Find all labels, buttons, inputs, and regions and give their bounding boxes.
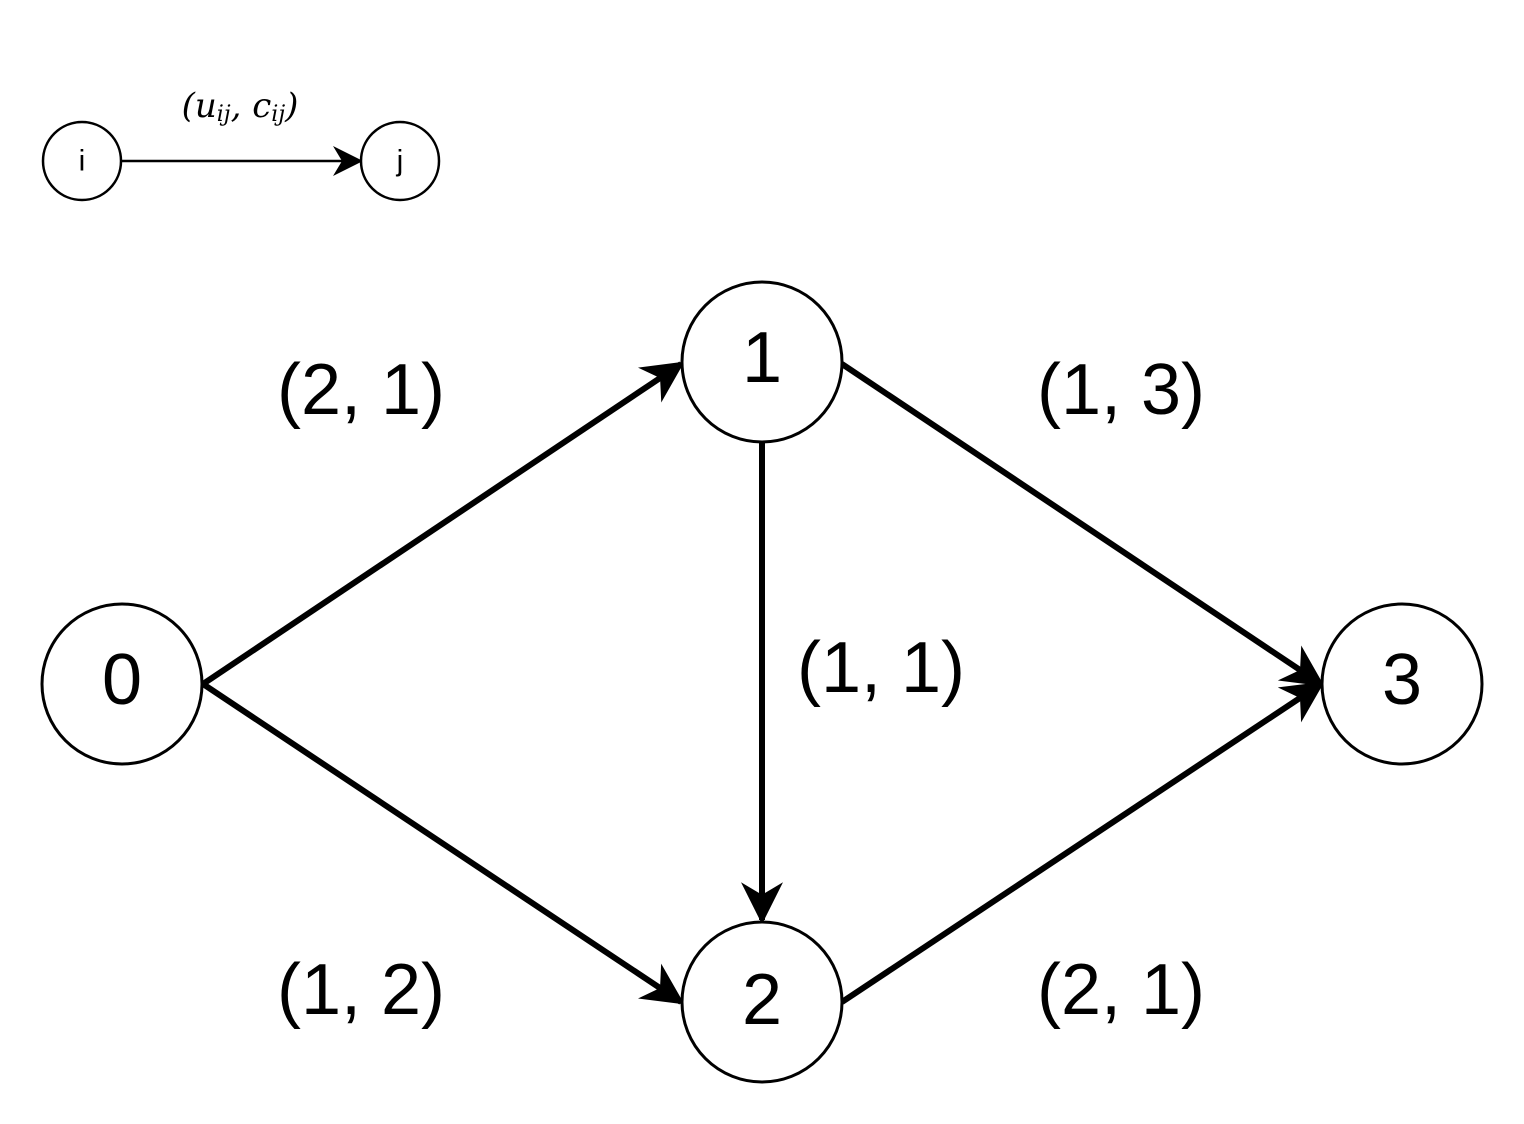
edge-labels: (2, 1) (1, 2) (1, 1) (1, 3) (2, 1)	[277, 350, 1205, 1030]
edge-1-2-label: (1, 1)	[797, 628, 965, 708]
node-3-circle	[1320, 602, 1484, 766]
legend-edge-label: (uij, cij)	[182, 86, 299, 127]
nodes: 0 1 2 3	[40, 280, 1484, 1084]
node-1-circle	[680, 280, 844, 444]
node-2-circle	[680, 920, 844, 1084]
legend-node-i	[41, 120, 123, 202]
legend-node-i-label: i	[79, 145, 86, 178]
legend: i j (uij, cij)	[41, 86, 441, 202]
node-3: 3	[1320, 602, 1484, 766]
edge-1-3-label: (1, 3)	[1037, 350, 1205, 430]
edge-0-2	[201, 681, 685, 1005]
legend-node-j	[359, 120, 441, 202]
node-1: 1	[680, 280, 844, 444]
edge-0-1-label: (2, 1)	[277, 350, 445, 430]
edge-2-3-label: (2, 1)	[1037, 950, 1205, 1030]
legend-node-j-label: j	[396, 145, 404, 178]
node-0: 0	[40, 602, 204, 766]
edge-2-3	[840, 681, 1325, 1005]
node-2-label: 2	[742, 960, 782, 1040]
edge-0-1	[201, 361, 685, 687]
node-3-label: 3	[1382, 640, 1422, 720]
edges	[201, 361, 1325, 1005]
node-2: 2	[680, 920, 844, 1084]
edge-1-3	[840, 361, 1325, 687]
edge-0-2-label: (1, 2)	[277, 950, 445, 1030]
node-0-label: 0	[102, 640, 142, 720]
node-1-label: 1	[742, 318, 782, 398]
node-0-circle	[40, 602, 204, 766]
